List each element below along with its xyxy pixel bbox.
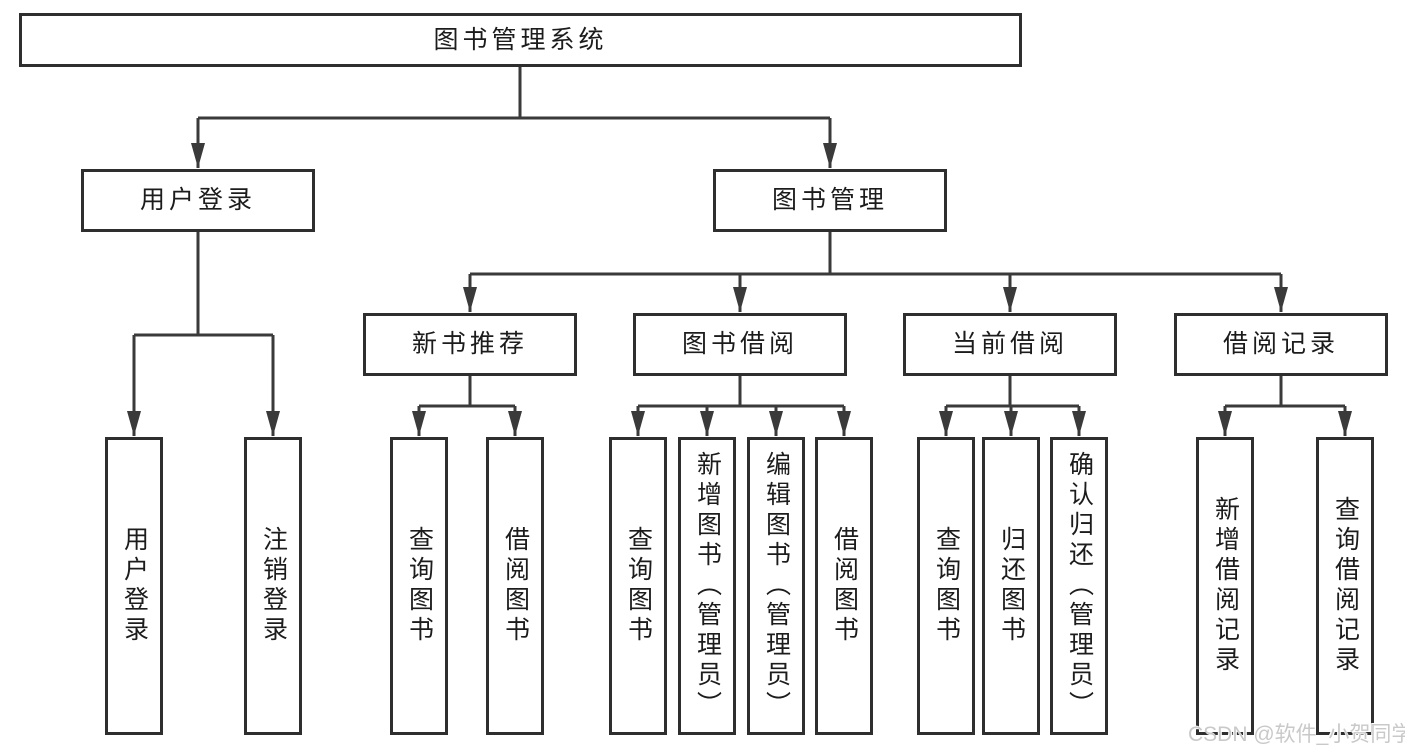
node-library-management-system: 图书管理系统 xyxy=(19,13,1022,67)
leaf-label: 新增图书（管理员） xyxy=(693,451,722,721)
leaf-add-books-admin: 新增图书（管理员） xyxy=(678,437,736,735)
node-label: 借阅记录 xyxy=(1222,330,1339,358)
node-label: 图书借阅 xyxy=(681,330,798,358)
leaf-label: 借阅图书 xyxy=(830,526,859,646)
node-label: 新书推荐 xyxy=(411,330,528,358)
leaf-return-books: 归还图书 xyxy=(982,437,1040,735)
leaf-logout: 注销登录 xyxy=(244,437,302,735)
leaf-user-login: 用户登录 xyxy=(105,437,163,735)
node-label: 图书管理 xyxy=(771,186,888,214)
leaf-label: 用户登录 xyxy=(120,526,149,646)
leaf-query-borrow-record: 查询借阅记录 xyxy=(1316,437,1374,735)
node-book-management: 图书管理 xyxy=(713,169,947,232)
leaf-label: 查询图书 xyxy=(624,526,653,646)
node-new-book-recommend: 新书推荐 xyxy=(363,313,577,376)
node-current-borrowing: 当前借阅 xyxy=(903,313,1117,376)
node-label: 用户登录 xyxy=(139,186,256,214)
leaf-label: 注销登录 xyxy=(259,526,288,646)
node-book-borrowing: 图书借阅 xyxy=(633,313,847,376)
leaf-query-books: 查询图书 xyxy=(390,437,448,735)
leaf-label: 查询图书 xyxy=(932,526,961,646)
leaf-borrow-books: 借阅图书 xyxy=(815,437,873,735)
leaf-borrow-books: 借阅图书 xyxy=(486,437,544,735)
node-label: 图书管理系统 xyxy=(433,25,608,54)
leaf-label: 查询图书 xyxy=(405,526,434,646)
leaf-add-borrow-record: 新增借阅记录 xyxy=(1196,437,1254,735)
leaf-query-books: 查询图书 xyxy=(917,437,975,735)
leaf-label: 编辑图书（管理员） xyxy=(762,451,791,721)
csdn-watermark: CSDN @软件_小贺同学 xyxy=(1188,723,1405,746)
leaf-confirm-return-admin: 确认归还（管理员） xyxy=(1050,437,1108,735)
leaf-label: 确认归还（管理员） xyxy=(1065,451,1094,721)
node-borrowing-records: 借阅记录 xyxy=(1174,313,1388,376)
leaf-label: 新增借阅记录 xyxy=(1211,496,1240,676)
leaf-edit-books-admin: 编辑图书（管理员） xyxy=(747,437,805,735)
leaf-label: 归还图书 xyxy=(997,526,1026,646)
node-user-login: 用户登录 xyxy=(81,169,315,232)
leaf-label: 借阅图书 xyxy=(501,526,530,646)
leaf-label: 查询借阅记录 xyxy=(1331,496,1360,676)
leaf-query-books: 查询图书 xyxy=(609,437,667,735)
node-label: 当前借阅 xyxy=(951,330,1068,358)
